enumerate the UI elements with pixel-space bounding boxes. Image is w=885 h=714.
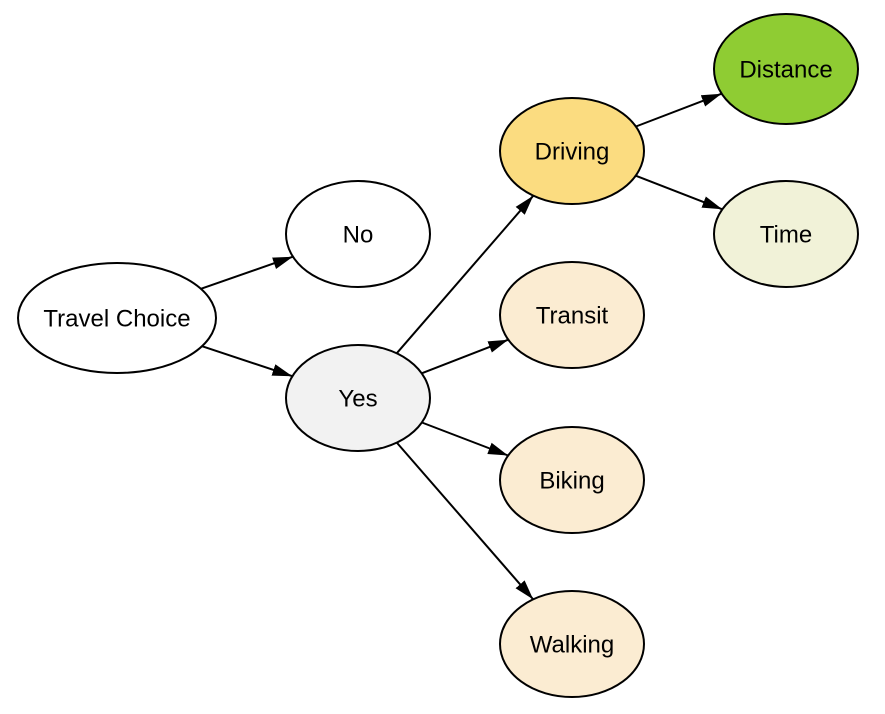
node-travel-choice-label: Travel Choice [43,306,190,333]
edge-travel-choice-to-yes [201,345,293,378]
node-biking: Biking [499,426,645,534]
node-biking-label: Biking [539,468,604,495]
node-walking-shape [499,590,645,698]
node-no: No [285,180,431,288]
node-distance: Distance [713,13,859,125]
node-walking-label: Walking [530,632,614,659]
node-transit: Transit [499,261,645,369]
node-time-shape [713,180,859,288]
edge-yes-to-biking [421,421,509,457]
edge-yes-to-driving [395,195,535,354]
node-transit-label: Transit [536,303,609,330]
node-distance-shape [713,13,859,125]
node-driving-label: Driving [535,139,610,166]
edge-yes-to-walking [396,441,534,601]
edge-travel-choice-to-no [200,255,294,290]
node-yes-label: Yes [338,386,377,413]
edge-driving-to-time [635,174,723,211]
node-distance-label: Distance [739,57,832,84]
edge-yes-to-transit [421,338,509,375]
node-driving: Driving [499,97,645,205]
node-time-label: Time [760,222,812,249]
node-no-label: No [343,222,374,249]
node-walking: Walking [499,590,645,698]
edges-layer [200,92,723,601]
node-yes: Yes [285,344,431,452]
node-no-shape [285,180,431,288]
node-time: Time [713,180,859,288]
node-transit-shape [499,261,645,369]
node-travel-choice-shape [17,262,217,374]
edge-driving-to-distance [635,92,722,128]
node-travel-choice: Travel Choice [17,262,217,374]
node-yes-shape [285,344,431,452]
node-driving-shape [499,97,645,205]
node-biking-shape [499,426,645,534]
